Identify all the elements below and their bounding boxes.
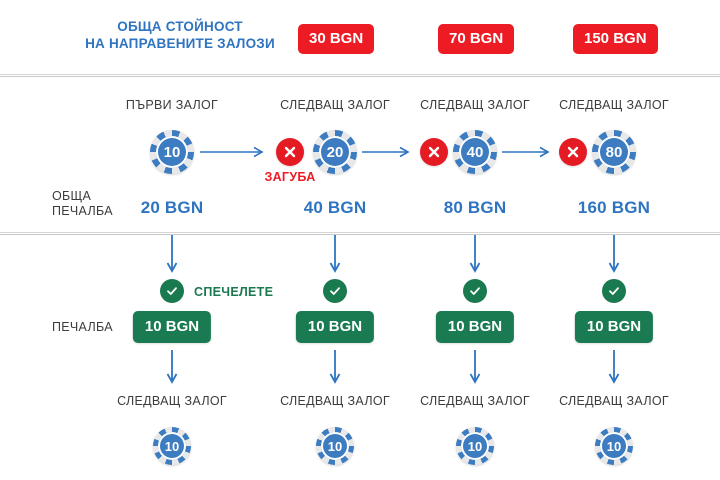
page-title-line-2: НА НАПРАВЕНИТЕ ЗАЛОЗИ [85, 36, 275, 51]
total-profit-value-2: 40 BGN [303, 198, 367, 217]
down-arrow-restart-2 [329, 350, 341, 384]
check-circle-icon-1 [160, 279, 184, 303]
restart-label-4: СЛЕДВАЩ ЗАЛОГ [559, 394, 669, 408]
win-label: СПЕЧЕЛЕТЕ [194, 285, 274, 299]
restart-label-3: СЛЕДВАЩ ЗАЛОГ [420, 394, 530, 408]
chip-restart-1: 10 [153, 427, 191, 465]
chip-value: 10 [600, 432, 628, 460]
chip-value: 10 [461, 432, 489, 460]
chip-value: 40 [459, 136, 491, 168]
chip-stake-1: 10 [150, 130, 194, 174]
down-arrow-2 [329, 235, 341, 273]
total-profit-side-label: ОБЩА ПЕЧАЛБА [52, 189, 113, 219]
chip-stake-3: 40 [453, 130, 497, 174]
stake-column-label-3: СЛЕДВАЩ ЗАЛОГ [420, 98, 530, 112]
restart-label-1: СЛЕДВАЩ ЗАЛОГ [117, 394, 227, 408]
total-stake-badge-1: 30 BGN [298, 24, 375, 54]
total-profit-value-4: 160 BGN [577, 198, 651, 217]
divider-top [0, 74, 720, 77]
chip-restart-4: 10 [595, 427, 633, 465]
total-profit-value-1: 20 BGN [140, 198, 204, 217]
chip-value: 10 [158, 432, 186, 460]
stake-column-label-2: СЛЕДВАЩ ЗАЛОГ [280, 98, 390, 112]
total-profit-side-label-line-2: ПЕЧАЛБА [52, 204, 113, 218]
stake-column-label-4: СЛЕДВАЩ ЗАЛОГ [559, 98, 669, 112]
chip-value: 10 [156, 136, 188, 168]
check-circle-icon-4 [602, 279, 626, 303]
chip-value: 20 [319, 136, 351, 168]
profit-badge-3: 10 BGN [435, 311, 515, 343]
chip-restart-3: 10 [456, 427, 494, 465]
total-stake-badge-3: 150 BGN [573, 24, 658, 54]
total-stake-badge-2: 70 BGN [438, 24, 515, 54]
down-arrow-4 [608, 235, 620, 273]
restart-label-2: СЛЕДВАЩ ЗАЛОГ [280, 394, 390, 408]
chip-value: 80 [598, 136, 630, 168]
check-circle-icon-2 [323, 279, 347, 303]
chip-stake-4: 80 [592, 130, 636, 174]
chip-restart-2: 10 [316, 427, 354, 465]
divider-middle [0, 232, 720, 235]
profit-badge-2: 10 BGN [295, 311, 375, 343]
chip-stake-2: 20 [313, 130, 357, 174]
total-profit-value-3: 80 BGN [443, 198, 507, 217]
flow-arrow-3 [502, 146, 550, 158]
profit-side-label: ПЕЧАЛБА [52, 320, 113, 334]
flow-arrow-2 [362, 146, 410, 158]
flow-arrow-1 [200, 146, 264, 158]
down-arrow-3 [469, 235, 481, 273]
page-title: ОБЩА СТОЙНОСТ НА НАПРАВЕНИТЕ ЗАЛОЗИ [75, 18, 285, 52]
profit-badge-4: 10 BGN [574, 311, 654, 343]
loss-label: ЗАГУБА [264, 170, 316, 184]
profit-badge-1: 10 BGN [132, 311, 212, 343]
down-arrow-1 [166, 235, 178, 273]
total-profit-side-label-line-1: ОБЩА [52, 189, 92, 203]
down-arrow-restart-4 [608, 350, 620, 384]
x-mark-icon-1 [276, 138, 304, 166]
chip-value: 10 [321, 432, 349, 460]
down-arrow-restart-1 [166, 350, 178, 384]
stake-column-label-1: ПЪРВИ ЗАЛОГ [125, 98, 219, 112]
down-arrow-restart-3 [469, 350, 481, 384]
x-mark-icon-3 [559, 138, 587, 166]
page-title-line-1: ОБЩА СТОЙНОСТ [117, 19, 243, 34]
x-mark-icon-2 [420, 138, 448, 166]
check-circle-icon-3 [463, 279, 487, 303]
